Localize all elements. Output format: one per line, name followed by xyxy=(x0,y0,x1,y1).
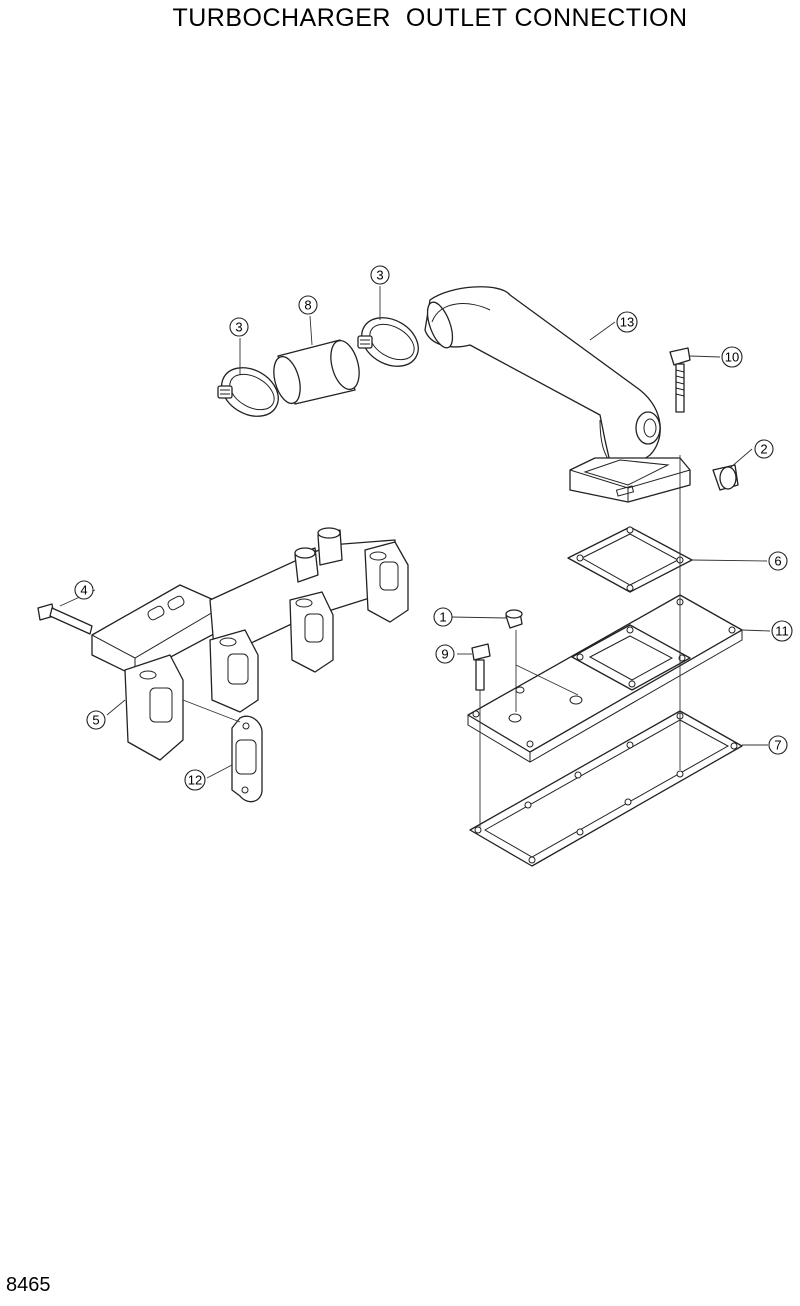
callout-3-right-label: 3 xyxy=(376,268,383,283)
callout-11: 11 xyxy=(771,620,793,642)
callout-12-label: 12 xyxy=(188,773,202,788)
callout-7-label: 7 xyxy=(774,738,781,753)
part-12-port-gasket xyxy=(231,715,263,803)
callout-1: 1 xyxy=(433,607,453,627)
callout-6-label: 6 xyxy=(774,554,781,569)
callout-8-label: 8 xyxy=(304,298,311,313)
part-2-plug xyxy=(712,464,739,491)
callout-4: 4 xyxy=(74,580,94,600)
part-8-hose xyxy=(273,339,360,405)
callout-12: 12 xyxy=(184,769,206,791)
callout-3-left-label: 3 xyxy=(235,320,242,335)
callout-5: 5 xyxy=(86,710,106,730)
callout-13: 13 xyxy=(616,311,638,333)
callout-1-label: 1 xyxy=(439,610,446,625)
callout-8: 8 xyxy=(298,295,318,315)
callout-10-label: 10 xyxy=(725,350,739,365)
callout-5-label: 5 xyxy=(92,713,99,728)
callout-3-right: 3 xyxy=(370,265,390,285)
part-3-clamp-left xyxy=(217,367,279,417)
callout-3-left: 3 xyxy=(229,317,249,337)
callout-9: 9 xyxy=(435,644,455,664)
callout-6: 6 xyxy=(768,551,788,571)
page-number: 8465 xyxy=(6,1274,51,1296)
callout-2-label: 2 xyxy=(760,442,767,457)
callout-2: 2 xyxy=(754,439,774,459)
part-1-screw-plug xyxy=(505,609,523,629)
diagram-title: TURBOCHARGER OUTLET CONNECTION xyxy=(172,4,688,32)
part-13-outlet-pipe xyxy=(424,286,691,503)
callout-9-label: 9 xyxy=(441,647,448,662)
callout-10: 10 xyxy=(721,346,743,368)
callout-7: 7 xyxy=(768,735,788,755)
callout-4-label: 4 xyxy=(80,583,87,598)
callout-13-label: 13 xyxy=(620,315,634,330)
part-6-gasket xyxy=(567,526,693,593)
part-4-bolt xyxy=(37,603,93,635)
callout-11-label: 11 xyxy=(775,624,789,639)
part-7-gasket xyxy=(469,710,743,867)
part-9-bolt xyxy=(471,643,491,691)
part-5-exhaust-manifold xyxy=(91,527,409,761)
part-3-clamp-right xyxy=(357,317,419,367)
part-10-bolt xyxy=(669,347,691,413)
